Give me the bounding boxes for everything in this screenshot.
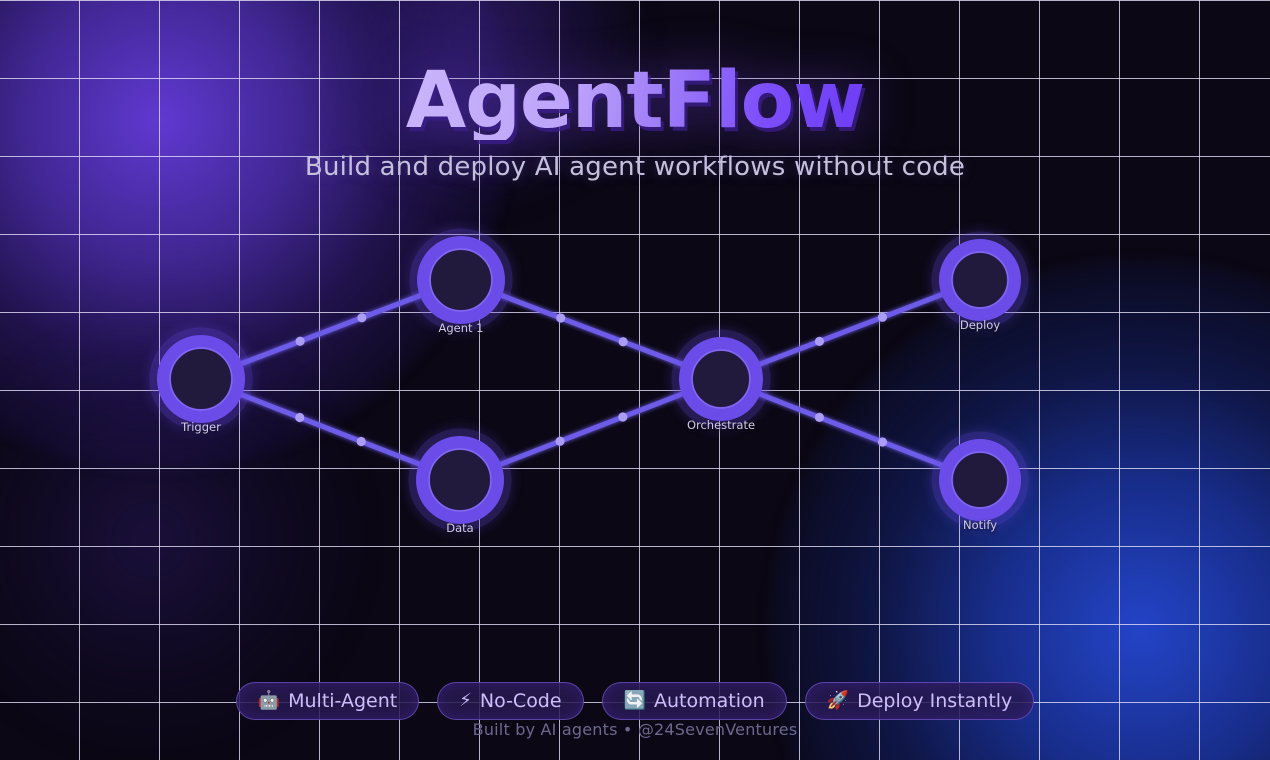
pill-emoji-icon: 🔄 — [623, 690, 646, 711]
node-label-agent1: Agent 1 — [438, 321, 484, 335]
hero-header: AgentFlow Build and deploy AI agent work… — [0, 62, 1270, 182]
flow-node-trigger[interactable] — [149, 327, 253, 431]
edge-flow-dot — [356, 436, 366, 447]
edge-flow-dot — [877, 312, 888, 322]
node-ring — [939, 439, 1021, 521]
node-label-orchestrate: Orchestrate — [686, 418, 756, 432]
edge-flow-dot — [618, 337, 628, 347]
node-ring — [679, 337, 763, 421]
flow-node-deploy[interactable] — [931, 231, 1029, 329]
pill-label: Automation — [653, 690, 765, 712]
edge-trigger-to-data — [235, 391, 426, 468]
edge-flow-dot — [877, 437, 888, 447]
pill-emoji-icon: 🤖 — [257, 690, 281, 711]
edge-agent1-to-orchestrate — [495, 291, 688, 368]
flow-node-orchestrate[interactable] — [671, 329, 771, 429]
edge-flow-dot — [814, 336, 825, 346]
node-ring — [417, 236, 505, 324]
edge-orchestrate-to-notify — [753, 390, 949, 470]
node-ring — [157, 335, 245, 423]
node-ring — [416, 436, 504, 524]
pill-label: No-Code — [479, 690, 562, 712]
edge-flow-dot — [357, 313, 367, 323]
edge-trigger-to-agent1 — [235, 291, 427, 368]
edge-flow-dot — [618, 412, 628, 422]
page-title: AgentFlow — [405, 56, 866, 146]
pill-label: Deploy Instantly — [857, 690, 1013, 712]
edge-flow-dot — [555, 436, 565, 446]
pill-emoji-icon: 🚀 — [826, 690, 850, 711]
pill-label: Multi-Agent — [288, 690, 398, 712]
node-label-deploy: Deploy — [959, 318, 1001, 332]
edge-layer — [235, 290, 949, 470]
feature-pill-row: 🤖 Multi-Agent ⚡ No-Code 🔄 Automation 🚀 Deploy I… — [0, 682, 1270, 720]
footer-credit: Built by AI agents • @24SevenVentures — [472, 720, 798, 739]
feature-pill-automation[interactable]: 🔄 Automation — [601, 682, 787, 720]
flow-node-notify[interactable] — [931, 431, 1029, 529]
feature-pill-deploy-instantly[interactable]: 🚀 Deploy Instantly — [804, 682, 1035, 720]
feature-pill-multi-agent[interactable]: 🤖 Multi-Agent — [235, 682, 420, 720]
edge-flow-dot — [295, 336, 305, 346]
node-layer — [149, 228, 1029, 532]
edge-flow-dot — [814, 412, 825, 422]
edge-orchestrate-to-deploy — [753, 290, 948, 368]
node-label-data: Data — [446, 521, 474, 535]
flow-node-data[interactable] — [408, 428, 512, 532]
edge-data-to-orchestrate — [494, 390, 689, 469]
node-label-notify: Notify — [963, 518, 997, 532]
node-ring — [939, 239, 1021, 321]
page-subtitle: Build and deploy AI agent workflows with… — [304, 152, 966, 182]
flow-node-agent1[interactable] — [409, 228, 513, 332]
edge-flow-dot — [556, 313, 566, 323]
pill-emoji-icon: ⚡ — [459, 690, 472, 711]
node-label-trigger: Trigger — [181, 420, 221, 434]
edge-flow-dot — [295, 412, 305, 423]
feature-pill-no-code[interactable]: ⚡ No-Code — [437, 682, 584, 720]
